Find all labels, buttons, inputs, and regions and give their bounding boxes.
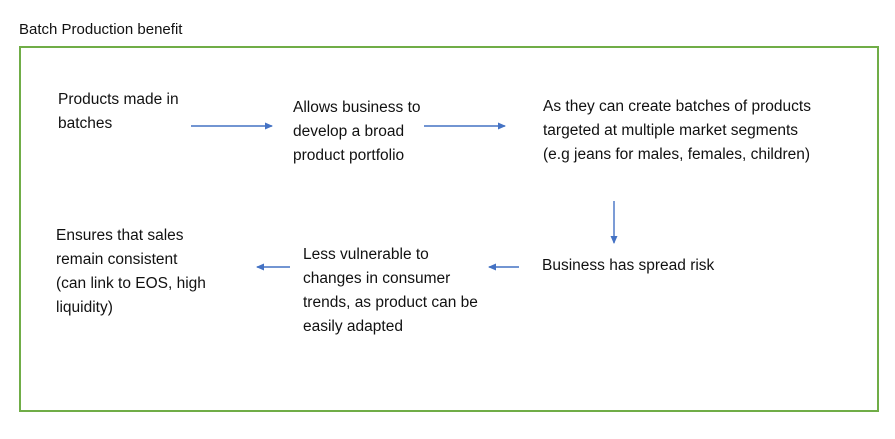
node-products-made-in-batches: Products made in batches [58, 88, 179, 136]
node-spread-risk: Business has spread risk [542, 254, 714, 278]
node-text-line: develop a broad [293, 123, 405, 140]
node-text-line: Less vulnerable to [303, 246, 429, 263]
diagram-title: Batch Production benefit [19, 21, 183, 38]
node-text-line: Products made in [58, 91, 179, 108]
node-sales-consistent: Ensures that sales remain consistent (ca… [56, 224, 206, 320]
node-broad-portfolio: Allows business to develop a broad produ… [293, 96, 421, 168]
node-text-line: liquidity) [56, 299, 113, 316]
node-text-line: (can link to EOS, high [56, 275, 206, 292]
node-text-line: batches [58, 115, 113, 132]
node-text-line: trends, as product can be [303, 294, 478, 311]
node-text-line: Ensures that sales [56, 227, 184, 244]
node-text-line: remain consistent [56, 251, 178, 268]
node-multiple-segments: As they can create batches of products t… [543, 95, 811, 167]
node-text-line: (e.g jeans for males, females, children) [543, 146, 811, 163]
node-text-line: easily adapted [303, 318, 403, 335]
node-text-line: As they can create batches of products [543, 98, 811, 115]
node-text-line: targeted at multiple market segments [543, 122, 799, 139]
node-text-line: changes in consumer [303, 270, 451, 287]
diagram-frame [19, 46, 879, 412]
node-text-line: product portfolio [293, 147, 405, 164]
node-text-line: Business has spread risk [542, 257, 715, 274]
node-less-vulnerable: Less vulnerable to changes in consumer t… [303, 243, 478, 339]
node-text-line: Allows business to [293, 99, 421, 116]
